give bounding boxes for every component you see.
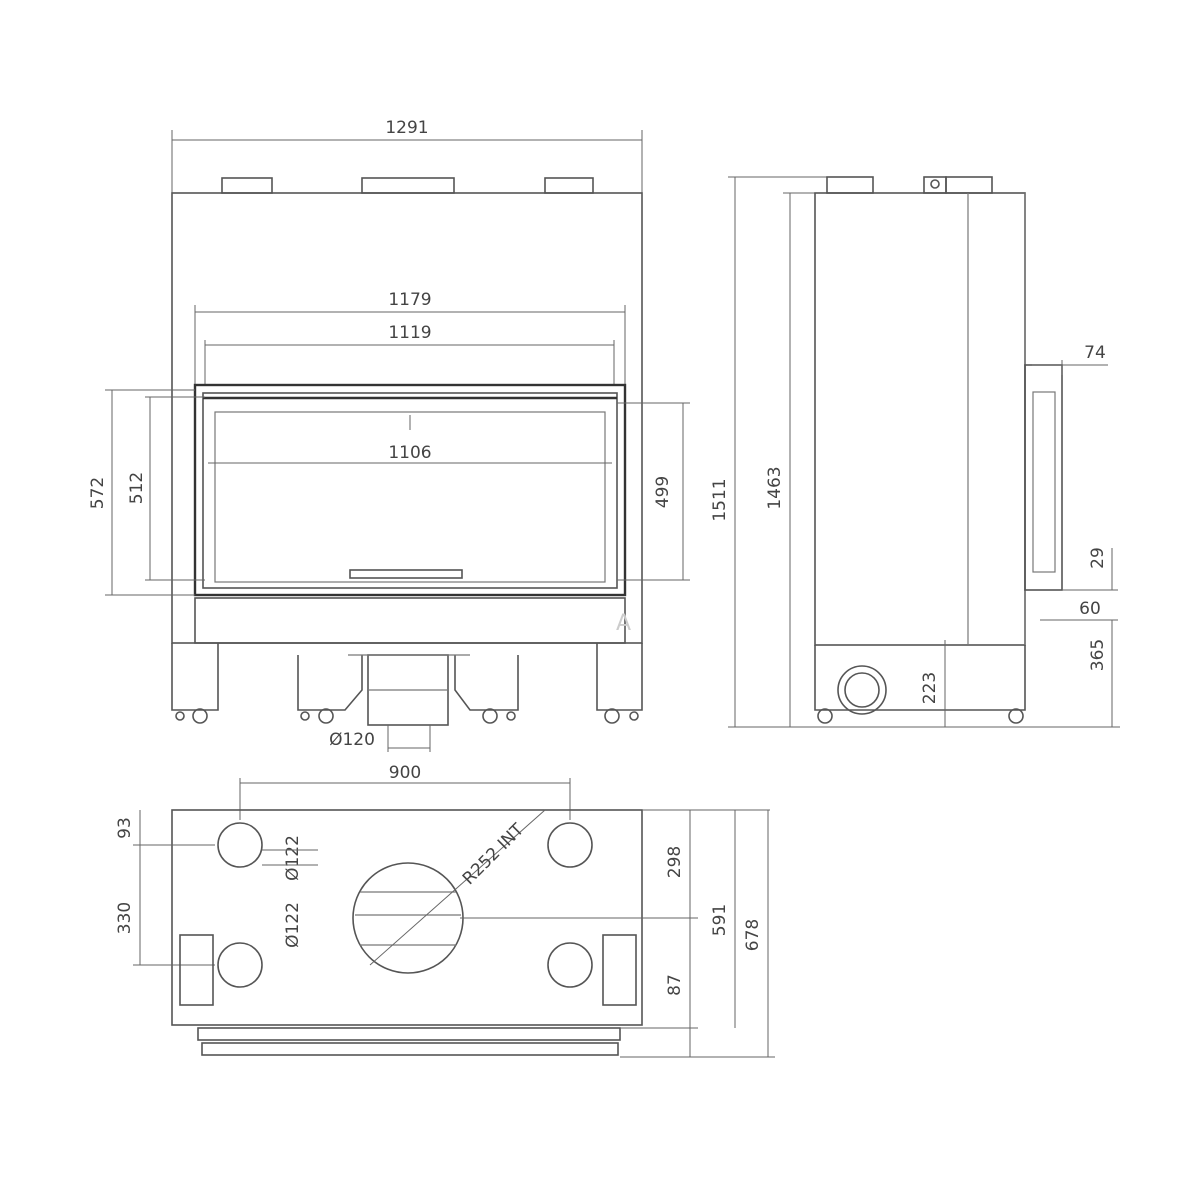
wheel-icon [482, 708, 498, 724]
dim-inner-frame-width: 1119 [388, 323, 431, 343]
dim-outer-frame-width: 1179 [388, 290, 431, 310]
dim-base-depth: 591 [710, 904, 730, 936]
dim-spigot-offset-front: 93 [115, 817, 135, 839]
front-rail [197, 1027, 621, 1041]
dim-flue-radius: R252 INT [459, 819, 529, 889]
side-bracket-right [602, 934, 637, 1006]
door-handle [349, 569, 463, 579]
side-body-outline [814, 192, 1026, 646]
spigot-icon [547, 822, 593, 868]
dim-overall-width: 1291 [385, 118, 428, 138]
top-collar-left [221, 177, 273, 194]
dim-outer-height: 572 [88, 477, 108, 509]
dim-flue-diameter: Ø120 [329, 730, 375, 750]
wheel-icon [192, 708, 208, 724]
firebox-frame [193, 383, 627, 597]
leg-inner-left [297, 655, 363, 711]
dim-flue-center-depth: 298 [665, 846, 685, 878]
top-view: 900 R252 INT 93 330 Ø122 Ø122 [115, 763, 775, 1058]
side-bracket-left [179, 934, 214, 1006]
spigot-icon [217, 942, 263, 988]
dim-door-bottom-height: 365 [1088, 639, 1108, 671]
side-base [814, 645, 1026, 711]
dim-air-inlet-height: 223 [920, 672, 940, 704]
front-view: 1291 1179 1119 1106 572 [88, 118, 690, 752]
side-view: 1511 1463 74 29 60 365 [710, 176, 1120, 728]
dim-glass-width: 1106 [388, 443, 431, 463]
dim-glass-height: 499 [653, 476, 673, 508]
dim-door-bottom-gap: 60 [1079, 599, 1101, 619]
glass-panel [214, 411, 606, 583]
dim-body-height: 1463 [765, 466, 785, 509]
dim-frame-height: 512 [127, 472, 147, 504]
dim-total-depth: 678 [743, 919, 763, 951]
spigot-icon [547, 942, 593, 988]
wheel-icon [318, 708, 334, 724]
front-body-outline [171, 192, 643, 644]
side-top-collar [826, 176, 874, 194]
top-collar-right [544, 177, 594, 194]
top-collar-center [361, 177, 455, 194]
leg-left [171, 643, 219, 711]
firebox-inner-frame [202, 392, 618, 589]
leg-right [596, 643, 643, 711]
dim-spigot-spacing-depth: 330 [115, 902, 135, 934]
dim-door-offset-bottom: 29 [1088, 547, 1108, 569]
central-flue-icon [352, 862, 464, 974]
dim-spigot-diameter-top: Ø122 [283, 835, 303, 881]
dim-spigot-spacing: 900 [389, 763, 421, 783]
spigot-icon [217, 822, 263, 868]
watermark-text: A [616, 611, 631, 636]
wheel-icon [1008, 708, 1024, 724]
leg-inner-right [454, 655, 519, 711]
lower-panel [194, 597, 626, 644]
dim-base-rear-offset: 87 [665, 974, 685, 996]
dim-door-depth: 74 [1084, 343, 1106, 363]
dim-total-height: 1511 [710, 478, 730, 521]
dim-spigot-diameter-bottom: Ø122 [283, 902, 303, 948]
air-inlet-icon [837, 665, 887, 715]
side-door [1024, 364, 1063, 591]
wheel-icon [817, 708, 833, 724]
wheel-icon [604, 708, 620, 724]
